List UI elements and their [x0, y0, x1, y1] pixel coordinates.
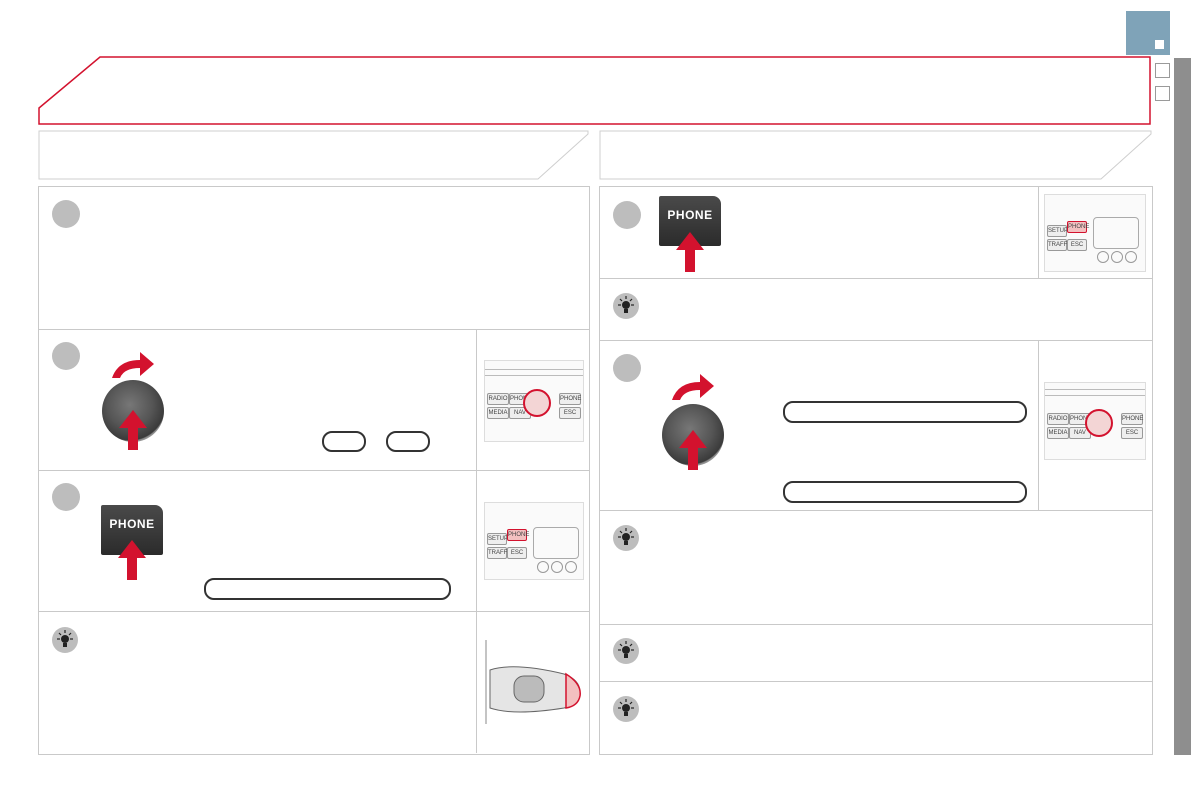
- title-banner: [38, 56, 1151, 125]
- radio-button-label: RADIO: [1047, 413, 1069, 425]
- left-section-title: [50, 142, 500, 166]
- lightbulb-tip-icon: [613, 293, 639, 319]
- radio-phone-thumbnail: SETUP PHONE TRAFFIC ESC: [1044, 194, 1146, 272]
- phone-button-highlight: PHONE: [507, 529, 529, 541]
- radio-button-label: RADIO: [487, 393, 509, 405]
- phone-button-label: PHONE: [559, 393, 581, 405]
- step-number-icon: [52, 200, 80, 228]
- lightbulb-tip-icon: [613, 525, 639, 551]
- column-divider: [476, 329, 477, 753]
- left-section-header: [38, 130, 589, 180]
- step-number-icon: [613, 354, 641, 382]
- display-field: [783, 481, 1027, 503]
- radio-phone-thumbnail: SETUP PHONE TRAFFIC ESC: [484, 502, 584, 580]
- display-field: [783, 401, 1027, 423]
- direction-pad: [533, 527, 579, 559]
- traffic-button-label: TRAFFIC: [487, 547, 513, 559]
- media-button-label: MEDIA: [487, 407, 509, 419]
- row-divider: [599, 624, 1153, 625]
- step-number-icon: [52, 342, 80, 370]
- column-divider: [1038, 340, 1039, 510]
- direction-pad: [1093, 217, 1139, 249]
- lightbulb-tip-icon: [613, 638, 639, 664]
- right-section-header: [599, 130, 1152, 180]
- radio-panel-thumbnail: RADIO PHONE PHONE MEDIA NAV ESC: [1044, 382, 1146, 460]
- knob-highlight: [523, 389, 551, 417]
- traffic-button-label: TRAFFIC: [1047, 239, 1073, 251]
- display-option-2: [386, 431, 430, 452]
- esc-button-label: ESC: [1067, 239, 1087, 251]
- row-divider: [599, 340, 1153, 341]
- row-divider: [599, 510, 1153, 511]
- page-title: [110, 70, 1110, 100]
- esc-button-label: ESC: [507, 547, 527, 559]
- chapter-tab-marker: [1155, 40, 1164, 49]
- push-arrow-icon: [679, 430, 707, 470]
- preset-button: [1111, 251, 1123, 263]
- row-divider: [599, 278, 1153, 279]
- index-box-1: [1155, 63, 1170, 78]
- lightbulb-tip-icon: [613, 696, 639, 722]
- media-button-label: MEDIA: [1047, 427, 1069, 439]
- rotate-arrow-icon: [672, 374, 714, 400]
- steering-stalk-illustration: [485, 640, 581, 724]
- row-divider: [38, 611, 590, 612]
- column-divider: [1038, 186, 1039, 278]
- step-number-icon: [52, 483, 80, 511]
- preset-button: [1097, 251, 1109, 263]
- right-section-title: [612, 142, 1062, 166]
- setup-button-label: SETUP: [1047, 225, 1068, 237]
- rotate-arrow-icon: [112, 352, 154, 378]
- radio-panel-thumbnail: RADIO PHONE PHONE MEDIA NAV ESC: [484, 360, 584, 442]
- setup-button-label: SETUP: [487, 533, 508, 545]
- phone-button-label: PHONE: [1121, 413, 1143, 425]
- preset-button: [537, 561, 549, 573]
- right-procedure-panel: [599, 186, 1153, 755]
- row-divider: [38, 329, 590, 330]
- esc-button-label: ESC: [1121, 427, 1143, 439]
- knob-highlight: [1085, 409, 1113, 437]
- phone-button-highlight: PHONE: [1067, 221, 1089, 233]
- lightbulb-tip-icon: [52, 627, 78, 653]
- right-margin-bar: [1174, 58, 1191, 755]
- index-box-2: [1155, 86, 1170, 101]
- row-divider: [38, 470, 590, 471]
- push-arrow-icon: [676, 232, 704, 272]
- push-arrow-icon: [119, 410, 147, 450]
- push-arrow-icon: [118, 540, 146, 580]
- display-field: [204, 578, 451, 600]
- step-number-icon: [613, 201, 641, 229]
- preset-button: [565, 561, 577, 573]
- preset-button: [551, 561, 563, 573]
- esc-button-label: ESC: [559, 407, 581, 419]
- row-divider: [599, 681, 1153, 682]
- display-option-1: [322, 431, 366, 452]
- preset-button: [1125, 251, 1137, 263]
